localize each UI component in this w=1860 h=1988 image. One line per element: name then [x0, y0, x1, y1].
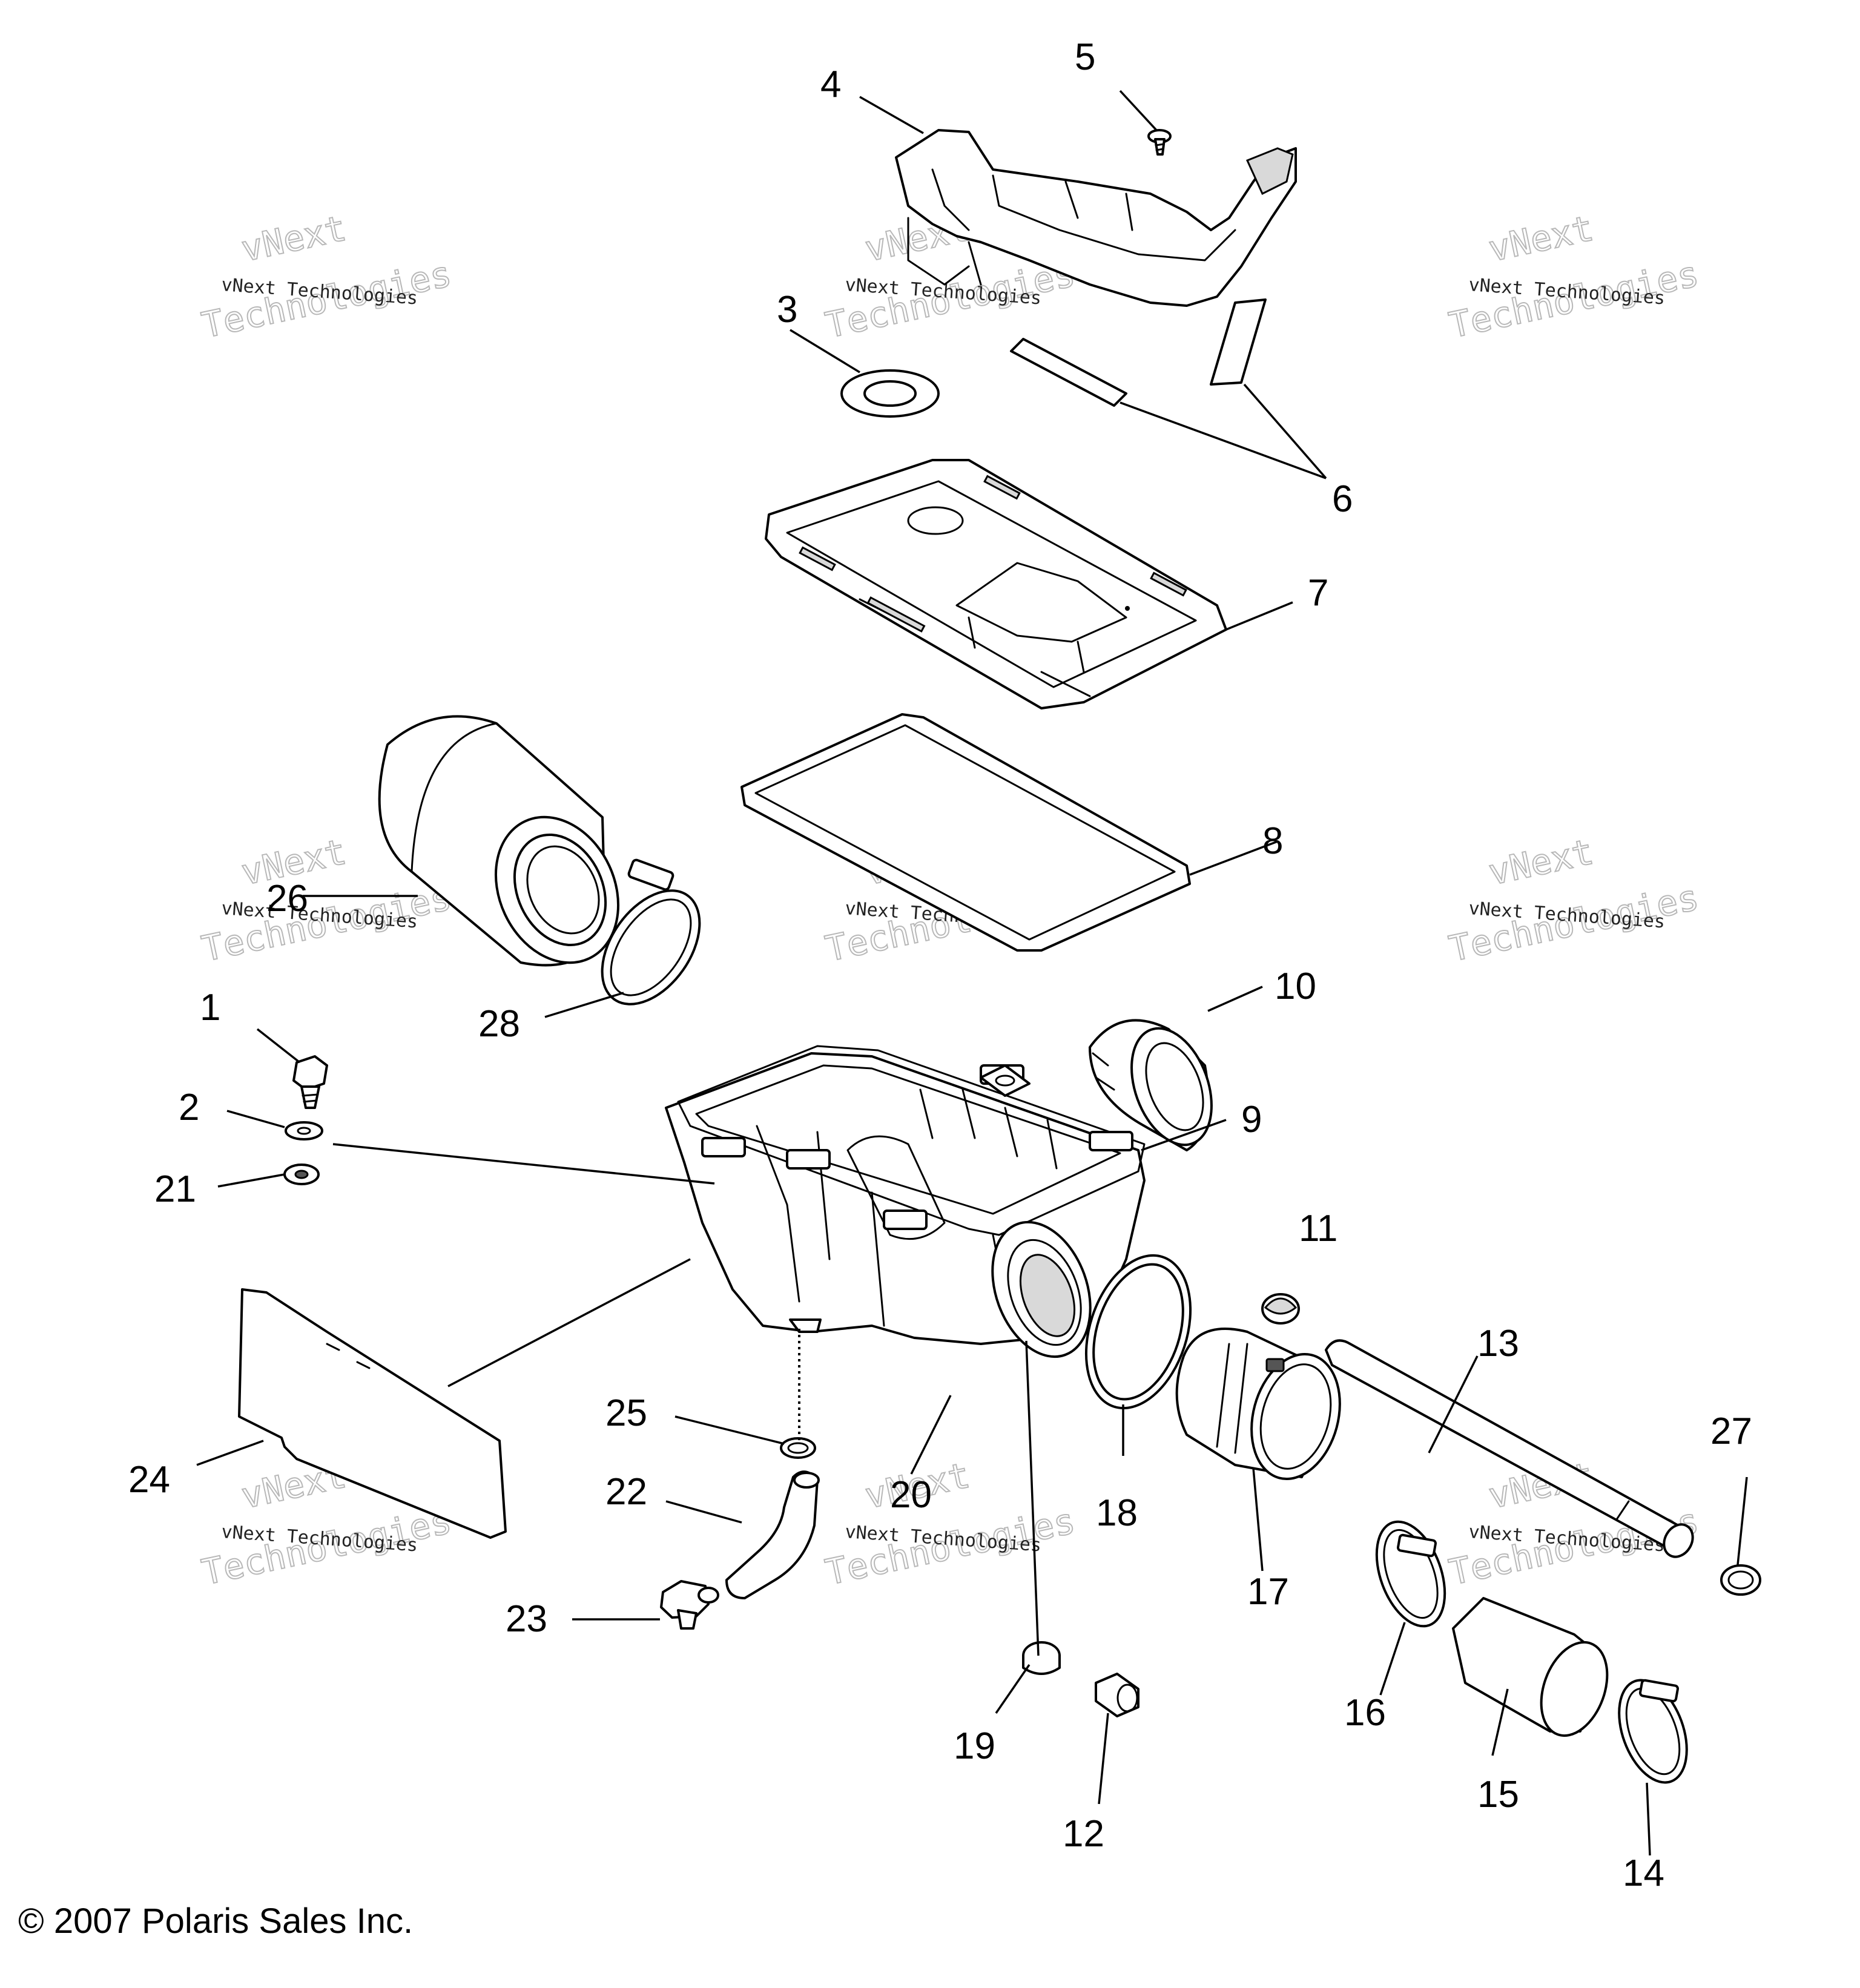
part-6-foam-strips — [1010, 298, 1267, 407]
callout-5: 5 — [1075, 36, 1095, 78]
part-11-cap — [1261, 1293, 1300, 1325]
part-19-spacer — [1022, 1641, 1061, 1675]
callout-27: 27 — [1710, 1410, 1752, 1452]
watermark-3: vNext Technologies — [1445, 207, 1703, 347]
callout-26: 26 — [266, 878, 308, 920]
watermark-8: vNext Technologies — [821, 1454, 1079, 1594]
part-25-small-clamp — [780, 1437, 816, 1459]
copyright-text: © 2007 Polaris Sales Inc. — [18, 1901, 414, 1941]
part-2-washer — [285, 1121, 323, 1140]
part-1-bolt — [292, 1055, 328, 1109]
svg-text:vNext: vNext — [1485, 831, 1597, 894]
callout-3: 3 — [777, 289, 797, 331]
callout-17: 17 — [1247, 1571, 1289, 1613]
part-16-clamp — [1375, 1520, 1446, 1628]
callout-11: 11 — [1299, 1208, 1337, 1249]
part-10-coupler-ring — [1089, 1019, 1213, 1151]
callout-6: 6 — [1332, 478, 1353, 520]
part-27-small-clamp — [1720, 1564, 1761, 1596]
part-22-drain-hose — [725, 1470, 820, 1599]
callout-8: 8 — [1262, 820, 1283, 862]
callout-7: 7 — [1308, 572, 1328, 614]
callout-22: 22 — [605, 1471, 647, 1513]
callout-15: 15 — [1477, 1774, 1519, 1815]
part-14-clamp — [1618, 1679, 1688, 1784]
part-21-grommet — [283, 1164, 320, 1185]
callout-14: 14 — [1623, 1852, 1664, 1894]
callout-20: 20 — [890, 1474, 932, 1516]
part-17-intake-boot — [1175, 1328, 1341, 1481]
part-15-coupler-boot — [1452, 1597, 1609, 1737]
part-18-o-ring — [1084, 1254, 1192, 1410]
callout-1: 1 — [200, 987, 220, 1029]
part-23-drain-valve — [660, 1580, 719, 1630]
callout-2: 2 — [179, 1087, 199, 1128]
svg-text:vNext: vNext — [1485, 208, 1597, 270]
part-3-seal — [840, 369, 940, 418]
watermark-1: vNext Technologies — [197, 207, 455, 347]
watermark-9: vNext Technologies — [1445, 1454, 1703, 1594]
part-12-bushing — [1095, 1673, 1139, 1717]
callout-25: 25 — [605, 1392, 647, 1434]
leader-lines — [196, 90, 1748, 1856]
watermark-6: vNext Technologies — [1445, 831, 1703, 970]
part-13-vent-tube — [1325, 1339, 1694, 1558]
part-8-gasket — [740, 713, 1191, 952]
callout-9: 9 — [1241, 1099, 1262, 1140]
callout-28: 28 — [478, 1003, 520, 1045]
part-4-intake-duct — [895, 129, 1297, 307]
part-24-shield-panel — [238, 1288, 507, 1539]
callout-13: 13 — [1477, 1323, 1519, 1364]
part-7-airbox-cover — [765, 459, 1227, 709]
svg-text:vNext: vNext — [238, 208, 350, 270]
part-28-clamp — [601, 858, 701, 1006]
part-9-airbox-housing — [665, 1045, 1146, 1358]
part-5-screw — [1147, 129, 1172, 156]
callout-labels: 4 5 3 6 7 8 10 9 26 28 1 2 21 24 25 22 2… — [128, 36, 1752, 1894]
callout-18: 18 — [1096, 1492, 1138, 1534]
callout-10: 10 — [1275, 966, 1316, 1007]
callout-4: 4 — [820, 64, 841, 105]
callout-19: 19 — [954, 1725, 995, 1767]
callout-24: 24 — [128, 1459, 170, 1501]
part-26-air-filter — [378, 715, 620, 967]
callout-23: 23 — [506, 1598, 547, 1640]
callout-12: 12 — [1063, 1813, 1104, 1855]
callout-16: 16 — [1344, 1692, 1386, 1734]
callout-21: 21 — [154, 1168, 196, 1210]
